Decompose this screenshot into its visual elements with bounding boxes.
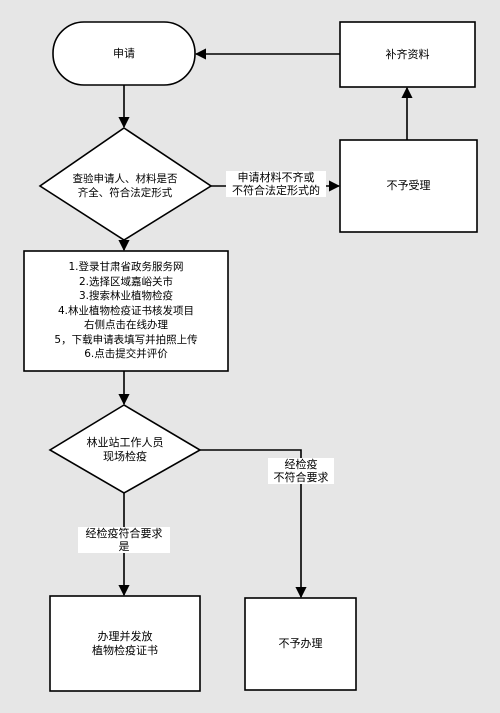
- reject-handle-box: [244, 597, 357, 691]
- steps-label: 1.登录甘肃省政务服务网 2.选择区域嘉峪关市 3.搜索林业植物检疫 4.林业植…: [54, 261, 198, 361]
- inspection-label: 林业站工作人员 现场检疫: [86, 436, 164, 463]
- supplement-label: 补齐资料: [385, 47, 430, 61]
- supplement-box: [339, 21, 476, 88]
- edge-label-inspect-fail: 经检疫 不符合要求: [268, 458, 334, 484]
- edge-label-inspect-pass: 经检疫符合要求 是: [78, 527, 170, 553]
- edge-label-not-qualified: 申请材料不齐或 不符合法定形式的: [226, 171, 326, 197]
- reject-handle-label: 不予办理: [278, 637, 323, 650]
- arrow-inspection-to-reject-handle: [200, 449, 307, 599]
- issue-label: 办理并发放 植物检疫证书: [92, 629, 158, 657]
- check-label: 查验申请人、材料是否 齐全、符合法定形式: [72, 173, 178, 199]
- issue-box: [49, 595, 201, 692]
- apply-label: 申请: [113, 46, 135, 60]
- reject-accept-label: 不予受理: [386, 179, 431, 192]
